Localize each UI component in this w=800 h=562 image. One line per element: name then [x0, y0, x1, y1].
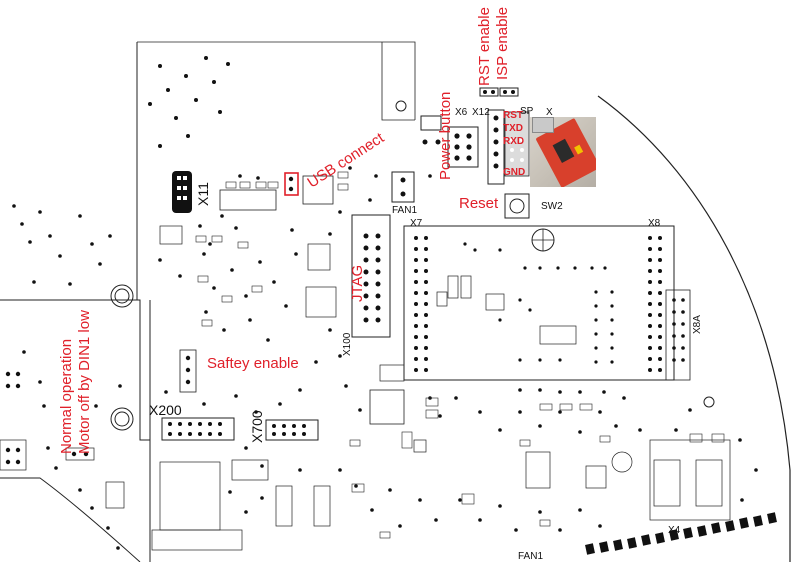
silk-x-top: X — [546, 107, 553, 118]
pin-label-rst: RST — [503, 110, 523, 121]
annotation-motor-off: Motor off by DIN1 low — [76, 310, 93, 454]
silk-x8: X8 — [648, 218, 661, 229]
silk-x200: X200 — [149, 402, 182, 418]
isp-suffix-label: SP — [520, 106, 534, 117]
annotation-jtag: JTAG — [349, 264, 366, 302]
silk-fan1: FAN1 — [392, 205, 418, 216]
annotation-reset: Reset — [459, 195, 499, 212]
annotation-rst-enable: RST enable — [476, 7, 493, 86]
silk-x4: X4 — [668, 525, 681, 536]
pin-label-rxd: RXD — [503, 136, 525, 147]
annotation-normal-operation: Normal operation — [58, 338, 75, 454]
silk-x8a: X8A — [692, 315, 703, 334]
adapter-chip — [552, 138, 575, 163]
silk-fan1-bottom: FAN1 — [518, 551, 544, 562]
silk-x12: X12 — [472, 107, 490, 118]
silk-x100: X100 — [342, 332, 353, 356]
silk-x700: X700 — [249, 410, 265, 443]
adapter-usb-plug — [532, 117, 554, 133]
annotation-power-button: Power button — [437, 91, 454, 180]
silk-x7: X7 — [410, 218, 423, 229]
pin-label-gnd: GND — [503, 167, 526, 178]
isp-adapter-photo — [530, 117, 596, 187]
annotation-isp-enable: ISP enable — [494, 6, 511, 80]
silk-x6: X6 — [455, 107, 468, 118]
silk-sw2: SW2 — [541, 201, 563, 212]
pin-label-txd: TXD — [503, 123, 523, 134]
adapter-led — [574, 144, 584, 155]
silk-x11: X11 — [195, 182, 211, 206]
annotation-safety-enable: Saftey enable — [207, 355, 299, 372]
